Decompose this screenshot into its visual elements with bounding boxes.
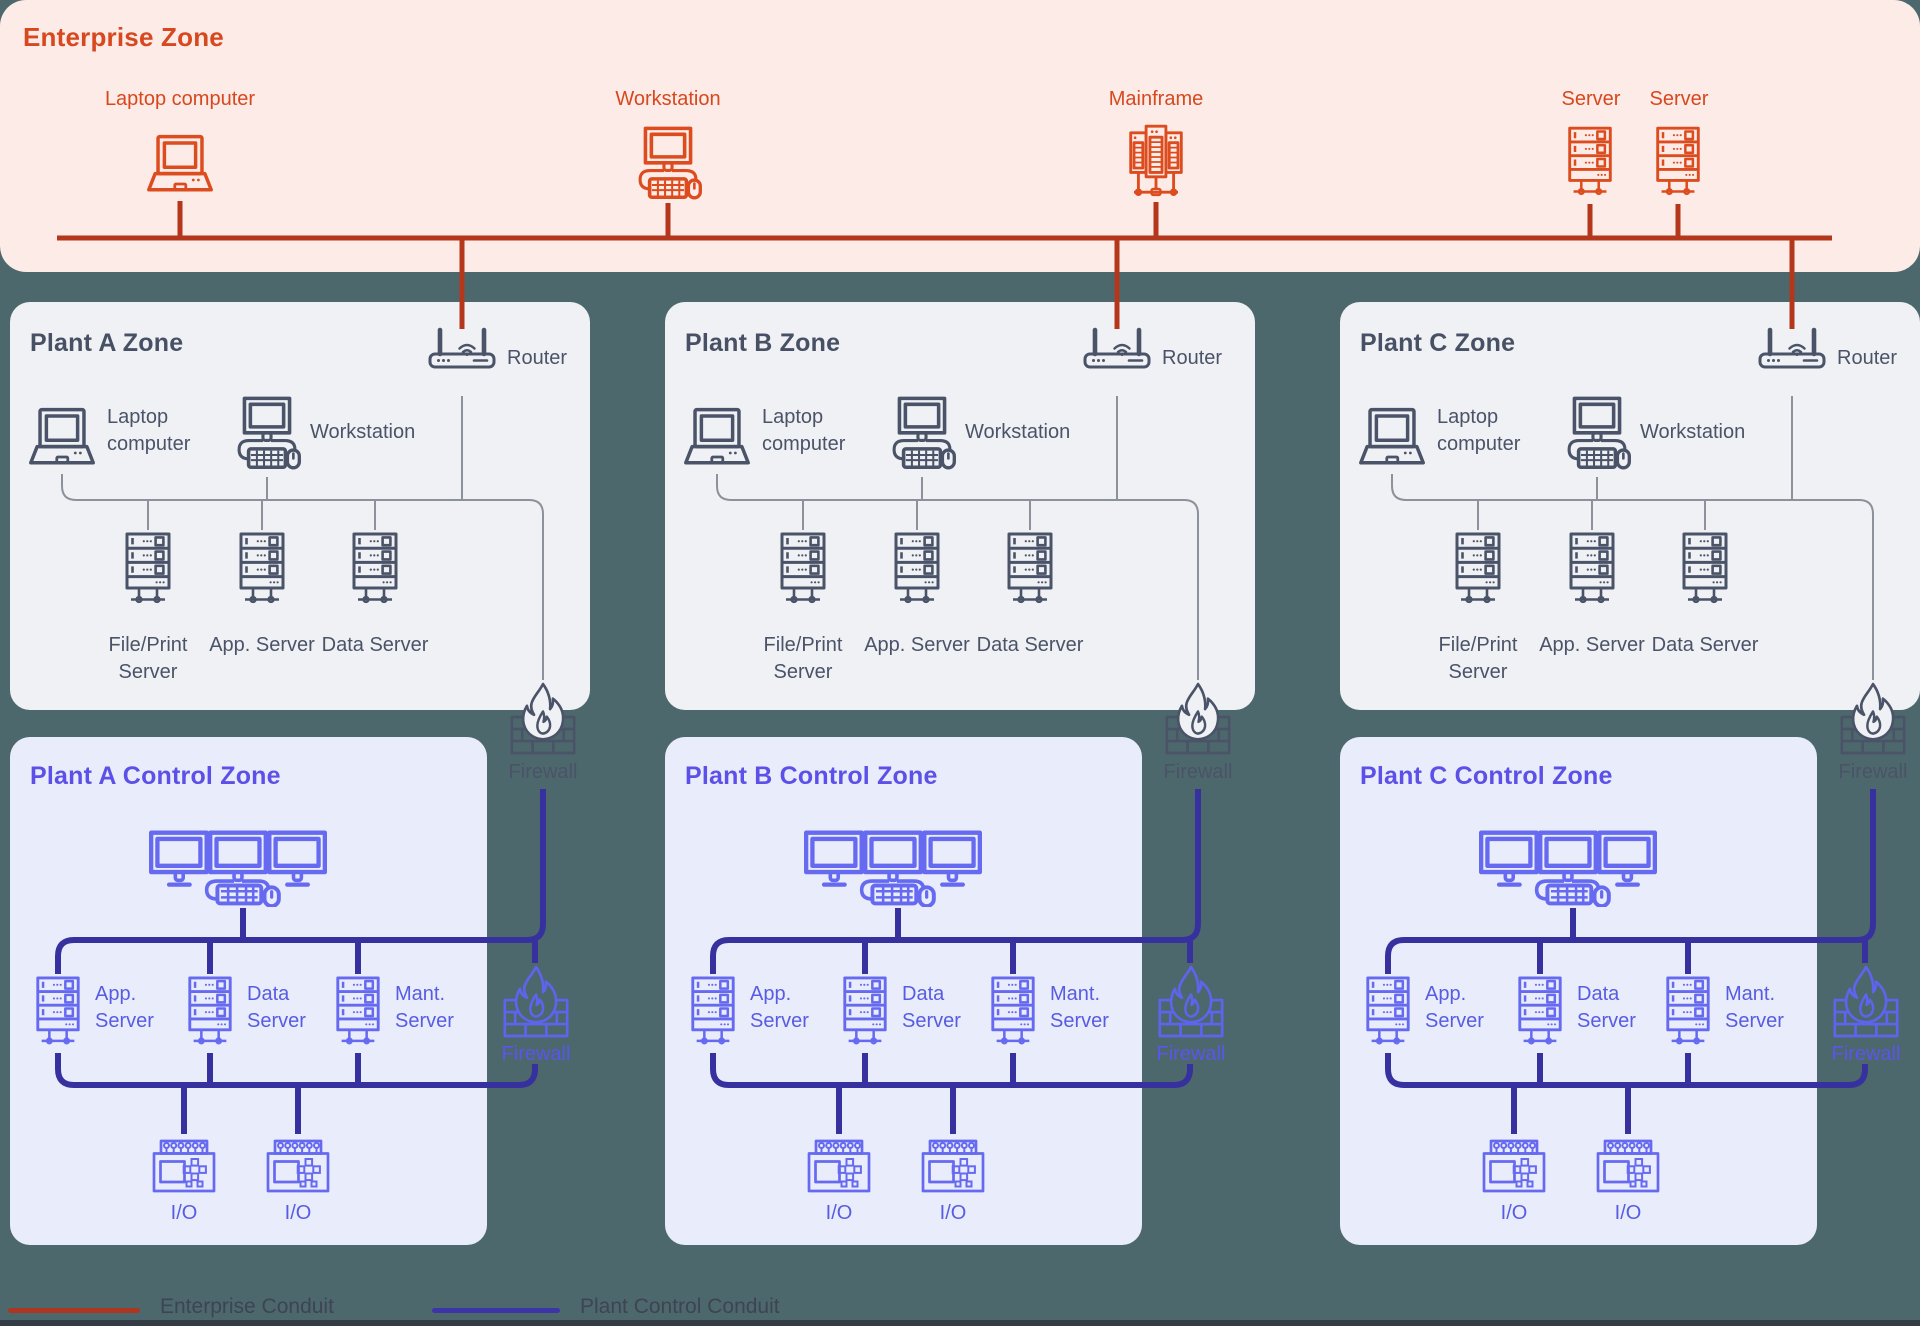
io-label: I/O	[1614, 1202, 1642, 1224]
io-module-icon	[265, 1136, 331, 1196]
io-label: I/O	[939, 1202, 967, 1224]
laptop-label: Laptop computer	[104, 88, 256, 110]
server-label: App. Server	[1539, 634, 1645, 656]
server-label: App. Server	[1425, 983, 1484, 1032]
workstation-icon	[1559, 396, 1635, 472]
server-label: Server	[1649, 88, 1709, 110]
workstation-label: Workstation	[310, 421, 416, 443]
control-zone-title: Plant B Control Zone	[685, 762, 938, 790]
server-label: File/Print Server	[108, 634, 188, 683]
server-label: Data Server	[247, 983, 306, 1032]
server-label: Mant. Server	[1725, 983, 1784, 1032]
server-label: Mant. Server	[395, 983, 454, 1032]
firewall-label: Firewall	[508, 761, 578, 783]
workstation-icon	[229, 396, 305, 472]
server-label: App. Server	[95, 983, 154, 1032]
hmi-workstation-icon	[803, 830, 983, 907]
control-zone-title: Plant C Control Zone	[1360, 762, 1613, 790]
plant-c-column: Plant C Zone Router Laptop computer Work…	[1340, 0, 1920, 1326]
server-label: File/Print Server	[1438, 634, 1518, 683]
hmi-workstation-icon	[1478, 830, 1658, 907]
firewall-label: Firewall	[1156, 1043, 1226, 1065]
data-server-icon	[836, 975, 894, 1052]
plant-a-column: Plant A Zone Router Laptop computer Work…	[10, 0, 610, 1326]
server-label: File/Print Server	[763, 634, 843, 683]
io-label: I/O	[825, 1202, 853, 1224]
router-icon	[1756, 321, 1828, 369]
firewall-icon	[1164, 681, 1232, 757]
enterprise-zone-title: Enterprise Zone	[23, 22, 224, 52]
workstation-icon	[884, 396, 960, 472]
data-server-icon	[1675, 531, 1735, 611]
firewall-icon	[1157, 964, 1225, 1040]
server-label: Data Server	[902, 983, 961, 1032]
legend-label-plant-control-conduit: Plant Control Conduit	[580, 1295, 780, 1318]
server-label: App. Server	[209, 634, 315, 656]
laptop-icon	[680, 406, 754, 471]
firewall-label: Firewall	[501, 1043, 571, 1065]
plant-zone-title: Plant C Zone	[1360, 329, 1516, 357]
legend-label-enterprise-conduit: Enterprise Conduit	[160, 1295, 334, 1318]
hmi-workstation-icon	[148, 830, 328, 907]
file-print-server-icon	[773, 531, 833, 611]
app-server-icon	[1359, 975, 1417, 1052]
server-label: Server	[1561, 88, 1621, 110]
router-icon	[426, 321, 498, 369]
laptop-icon	[1355, 406, 1429, 471]
control-zone-title: Plant A Control Zone	[30, 762, 281, 790]
firewall-icon	[509, 681, 577, 757]
workstation-label: Workstation	[615, 88, 721, 110]
io-label: I/O	[170, 1202, 198, 1224]
io-module-icon	[920, 1136, 986, 1196]
enterprise-conduit-swatch	[8, 1308, 140, 1313]
firewall-icon	[1832, 964, 1900, 1040]
app-server-icon	[887, 531, 947, 611]
laptop-label: Laptop computer	[107, 406, 191, 455]
data-server-icon	[1000, 531, 1060, 611]
file-print-server-icon	[118, 531, 178, 611]
io-label: I/O	[1500, 1202, 1528, 1224]
server-label: App. Server	[750, 983, 809, 1032]
io-module-icon	[806, 1136, 872, 1196]
firewall-label: Firewall	[1831, 1043, 1901, 1065]
router-label: Router	[507, 347, 568, 369]
mainframe-label: Mainframe	[1108, 88, 1204, 110]
server-label: Data Server	[976, 634, 1084, 656]
app-server-icon	[29, 975, 87, 1052]
io-module-icon	[151, 1136, 217, 1196]
workstation-label: Workstation	[1640, 421, 1746, 443]
firewall-icon	[502, 964, 570, 1040]
app-server-icon	[232, 531, 292, 611]
plant-control-conduit-swatch	[432, 1308, 560, 1313]
server-label: App. Server	[864, 634, 970, 656]
router-icon	[1081, 321, 1153, 369]
firewall-icon	[1839, 681, 1907, 757]
laptop-label: Laptop computer	[762, 406, 846, 455]
bottom-edge-strip	[0, 1320, 1920, 1326]
data-server-icon	[181, 975, 239, 1052]
server-label: Data Server	[1577, 983, 1636, 1032]
app-server-icon	[1562, 531, 1622, 611]
plant-zone-title: Plant A Zone	[30, 329, 184, 357]
firewall-label: Firewall	[1838, 761, 1908, 783]
workstation-label: Workstation	[965, 421, 1071, 443]
laptop-label: Laptop computer	[1437, 406, 1521, 455]
io-label: I/O	[284, 1202, 312, 1224]
file-print-server-icon	[1448, 531, 1508, 611]
io-module-icon	[1481, 1136, 1547, 1196]
firewall-label: Firewall	[1163, 761, 1233, 783]
io-module-icon	[1595, 1136, 1661, 1196]
data-server-icon	[345, 531, 405, 611]
router-label: Router	[1162, 347, 1223, 369]
server-label: Data Server	[321, 634, 429, 656]
plant-b-column: Plant B Zone Router Laptop computer Work…	[665, 0, 1265, 1326]
server-label: Mant. Server	[1050, 983, 1109, 1032]
data-server-icon	[1511, 975, 1569, 1052]
router-label: Router	[1837, 347, 1898, 369]
laptop-icon	[25, 406, 99, 471]
app-server-icon	[684, 975, 742, 1052]
plant-zone-title: Plant B Zone	[685, 329, 841, 357]
server-label: Data Server	[1651, 634, 1759, 656]
